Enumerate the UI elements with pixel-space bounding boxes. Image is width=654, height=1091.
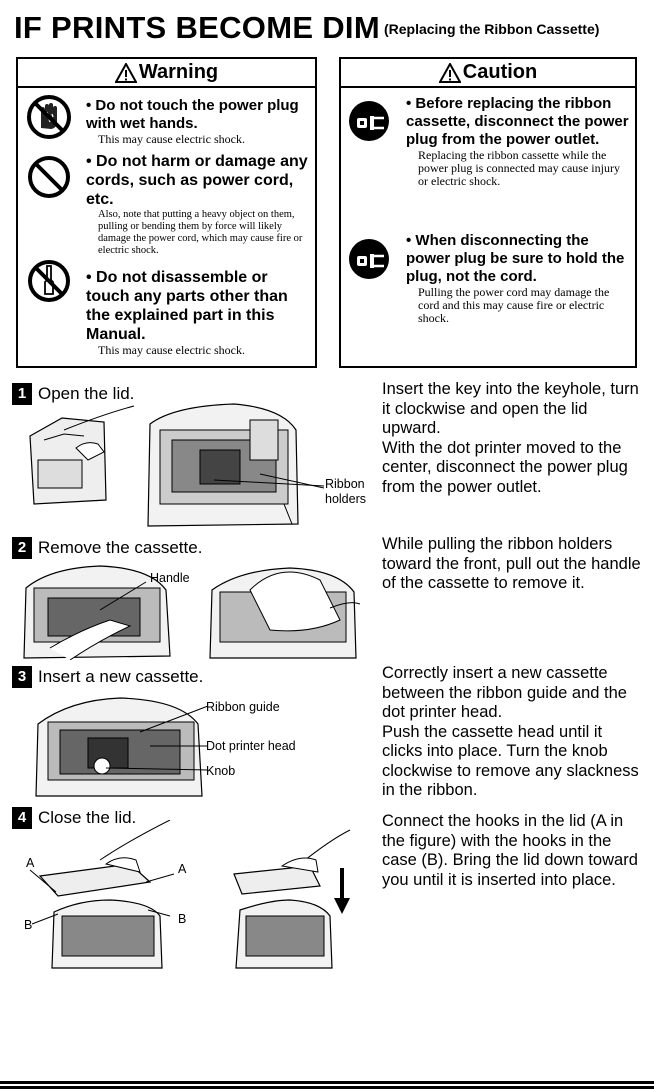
step-2-description: While pulling the ribbon holders toward … — [382, 535, 641, 592]
warning-item-note: Also, note that putting a heavy object o… — [98, 209, 303, 256]
no-wet-hands-icon — [27, 95, 71, 139]
bottom-rule — [0, 1081, 654, 1089]
unplug-icon — [349, 239, 389, 279]
warning-item-title: • Do not touch the power plug with wet h… — [86, 97, 299, 132]
warning-heading: Warning — [18, 59, 315, 88]
step-number: 3 — [12, 666, 32, 688]
warning-item-title: • Do not disassemble or touch any parts … — [86, 269, 288, 343]
title-text: IF PRINTS BECOME DIM — [14, 10, 380, 45]
no-disassembly-icon — [28, 260, 70, 302]
warning-item-note: This may cause electric shock. — [98, 343, 245, 357]
caution-item: • Before replacing the ribbon cassette, … — [406, 95, 632, 188]
caution-box: Caution — [339, 57, 637, 368]
step-3-heading: 3 Insert a new cassette. — [12, 666, 203, 688]
close-lid-illustration — [29, 820, 351, 969]
step-4-heading: 4 Close the lid. — [12, 807, 136, 829]
warning-heading-text: Warning — [138, 61, 219, 83]
hook-a-label: A — [26, 856, 35, 870]
hook-a-label: A — [178, 862, 187, 876]
caution-item-title: • When disconnecting the power plug be s… — [406, 232, 625, 285]
warning-box: Warning — [16, 57, 317, 368]
step-2-heading: 2 Remove the cassette. — [12, 537, 202, 559]
step-number: 1 — [12, 383, 32, 405]
ribbon-guide-label: Ribbon guide — [206, 700, 280, 714]
step-4-description: Connect the hooks in the lid (A in the f… — [382, 812, 638, 889]
step-title: Open the lid. — [38, 384, 135, 403]
caution-item-title: • Before replacing the ribbon cassette, … — [406, 95, 629, 148]
insert-cassette-illustration — [35, 697, 209, 797]
step-title: Insert a new cassette. — [38, 667, 204, 686]
warning-item: • Do not disassemble or touch any parts … — [86, 268, 314, 357]
warning-item: • Do not harm or damage any cords, such … — [86, 152, 314, 257]
step-1-heading: 1 Open the lid. — [12, 383, 134, 405]
step-1-description: Insert the key into the keyhole, turn it… — [382, 380, 639, 496]
label-text: Ribbon — [325, 477, 365, 491]
prohibited-icon — [28, 156, 70, 198]
step-number: 2 — [12, 537, 32, 559]
open-lid-illustration — [29, 403, 324, 527]
caution-item: • When disconnecting the power plug be s… — [406, 232, 632, 325]
remove-cassette-illustration — [23, 565, 360, 660]
dot-printer-head-label: Dot printer head — [206, 739, 296, 753]
knob-label: Knob — [206, 764, 236, 778]
page-title: IF PRINTS BECOME DIM(Replacing the Ribbo… — [14, 10, 599, 46]
step-3-description: Correctly insert a new cassette between … — [382, 664, 639, 799]
hook-b-label: B — [178, 912, 187, 926]
warning-item-title: • Do not harm or damage any cords, such … — [86, 153, 308, 208]
page-subtitle: (Replacing the Ribbon Cassette) — [383, 21, 600, 37]
handle-label: Handle — [150, 571, 190, 585]
step-title: Close the lid. — [38, 808, 137, 827]
step-title: Remove the cassette. — [38, 538, 203, 557]
caution-item-note: Pulling the power cord may damage the co… — [418, 285, 610, 325]
warning-item-note: This may cause electric shock. — [98, 132, 245, 146]
caution-heading: Caution — [341, 59, 635, 88]
caution-triangle-icon — [438, 62, 461, 83]
ribbon-holders-label: Ribbon holders — [325, 477, 366, 507]
warning-triangle-icon — [114, 62, 137, 83]
unplug-icon — [349, 101, 389, 141]
caution-item-note: Replacing the ribbon cassette while the … — [418, 148, 620, 188]
label-text: holders — [325, 492, 366, 506]
warning-item: • Do not touch the power plug with wet h… — [86, 97, 314, 146]
caution-heading-text: Caution — [462, 61, 538, 83]
hook-b-label: B — [24, 918, 33, 932]
step-number: 4 — [12, 807, 32, 829]
